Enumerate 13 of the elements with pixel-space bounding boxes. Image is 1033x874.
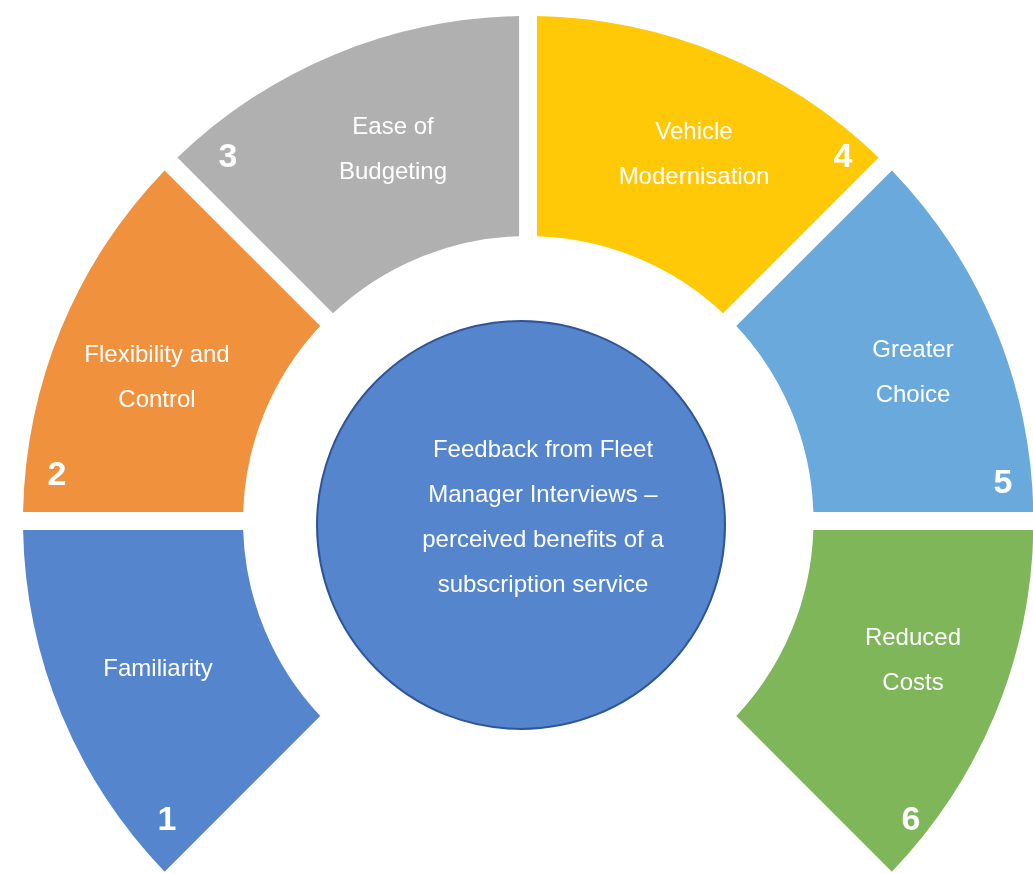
segment-label: Reduced Costs [863,622,962,697]
segment-number: 1 [157,798,177,838]
center-text: Feedback from Fleet Manager Interviews – perceived benefits of a subscription service [421,434,665,599]
segment-label: Familiarity [102,652,214,683]
segment-label: Greater Choice [871,334,955,409]
segment-number: 3 [218,135,238,175]
segment-number: 6 [901,798,921,838]
segment-label: Flexibility and Control [83,339,231,414]
segment-label: Ease of Budgeting [337,111,449,186]
segment-number: 4 [833,135,853,175]
segment-label: Vehicle Modernisation [617,116,771,191]
segment-number: 5 [993,461,1013,501]
segment-number: 2 [47,453,67,493]
